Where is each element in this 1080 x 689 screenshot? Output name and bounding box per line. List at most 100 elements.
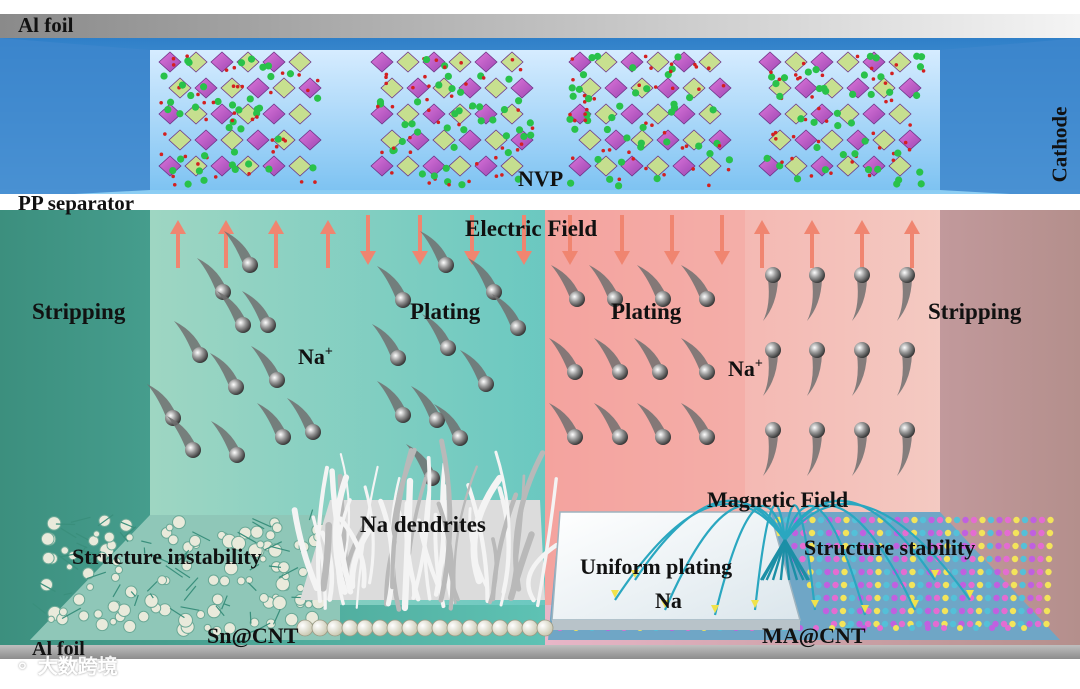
ion-ball	[305, 424, 321, 440]
nvp-label: NVP	[518, 166, 563, 192]
sodium-site-dot	[848, 119, 855, 126]
oxygen-site-dot	[427, 84, 431, 88]
sodium-site-dot	[457, 89, 464, 96]
sodium-site-dot	[916, 169, 923, 176]
lattice-atom	[832, 595, 838, 601]
sodium-site-dot	[237, 125, 244, 132]
network-node	[87, 584, 94, 591]
network-node	[220, 576, 230, 586]
oxygen-site-dot	[464, 82, 468, 86]
sodium-site-dot	[886, 89, 893, 96]
oxygen-site-dot	[385, 73, 389, 77]
sodium-site-dot	[695, 142, 702, 149]
lattice-atom	[1012, 543, 1018, 549]
oxygen-site-dot	[255, 115, 259, 119]
lattice-atom	[933, 608, 939, 614]
lattice-atom	[967, 608, 973, 614]
ion-ball	[228, 379, 244, 395]
sodium-site-dot	[834, 110, 841, 117]
lattice-atom	[1030, 517, 1036, 523]
lattice-atom	[1046, 556, 1052, 562]
collector-bead	[357, 620, 373, 636]
collector-bead	[297, 620, 313, 636]
lattice-atom	[1046, 543, 1052, 549]
oxygen-site-dot	[890, 99, 894, 103]
lattice-atom	[1028, 569, 1034, 575]
lattice-atom	[937, 517, 943, 523]
network-node	[47, 517, 60, 530]
lattice-atom	[1010, 608, 1016, 614]
lattice-atom	[962, 517, 968, 523]
lattice-atom	[1027, 608, 1033, 614]
lattice-atom	[1019, 582, 1025, 588]
network-node	[124, 620, 136, 632]
oxygen-site-dot	[868, 174, 872, 178]
sodium-site-dot	[515, 97, 522, 104]
ion-ball	[260, 317, 276, 333]
sodium-site-dot	[275, 135, 282, 142]
sodium-site-dot	[805, 68, 812, 75]
stripping-left-label: Stripping	[32, 299, 125, 325]
sodium-site-dot	[232, 166, 239, 173]
network-node	[104, 532, 114, 542]
oxygen-site-dot	[798, 76, 802, 80]
oxygen-site-dot	[810, 95, 814, 99]
lattice-atom	[987, 530, 993, 536]
sodium-site-dot	[444, 124, 451, 131]
oxygen-site-dot	[160, 153, 164, 157]
ion-ball	[899, 422, 915, 438]
oxygen-site-dot	[236, 85, 240, 89]
lattice-atom	[1035, 608, 1041, 614]
sodium-site-dot	[226, 124, 233, 131]
lattice-atom	[1027, 595, 1033, 601]
sodium-site-dot	[797, 115, 804, 122]
lattice-atom	[1002, 595, 1008, 601]
oxygen-site-dot	[790, 157, 794, 161]
sodium-site-dot	[414, 129, 421, 136]
lattice-atom	[874, 595, 880, 601]
oxygen-site-dot	[159, 101, 163, 105]
sodium-site-dot	[608, 114, 615, 121]
sodium-site-dot	[160, 72, 167, 79]
lattice-atom	[815, 582, 821, 588]
na-ion-right-label: Na+	[728, 356, 763, 382]
lattice-atom	[909, 625, 915, 631]
ion-ball	[510, 320, 526, 336]
ion-ball	[269, 372, 285, 388]
oxygen-site-dot	[792, 135, 796, 139]
lattice-atom	[969, 569, 975, 575]
lattice-atom	[824, 569, 830, 575]
sodium-site-dot	[401, 121, 408, 128]
oxygen-site-dot	[884, 81, 888, 85]
oxygen-site-dot	[173, 183, 177, 187]
network-node	[251, 526, 263, 538]
oxygen-site-dot	[670, 62, 674, 66]
network-link	[250, 612, 251, 624]
lattice-atom	[1005, 517, 1011, 523]
lattice-atom	[1001, 608, 1007, 614]
sodium-site-dot	[606, 176, 613, 183]
collector-bead	[372, 620, 388, 636]
network-node	[93, 531, 99, 537]
lattice-atom	[809, 517, 815, 523]
lattice-atom	[1013, 530, 1019, 536]
oxygen-site-dot	[829, 171, 833, 175]
sodium-site-dot	[516, 126, 523, 133]
sodium-site-dot	[469, 102, 476, 109]
oxygen-site-dot	[282, 137, 286, 141]
network-link	[56, 524, 75, 525]
oxygen-site-dot	[516, 108, 520, 112]
sodium-site-dot	[399, 138, 406, 145]
sodium-site-dot	[918, 53, 925, 60]
lattice-atom	[928, 517, 934, 523]
oxygen-site-dot	[617, 178, 621, 182]
lattice-atom	[791, 543, 797, 549]
oxygen-site-dot	[727, 168, 731, 172]
oxygen-site-dot	[231, 119, 235, 123]
oxygen-site-dot	[802, 62, 806, 66]
lattice-atom	[1043, 621, 1049, 627]
oxygen-site-dot	[583, 119, 587, 123]
oxygen-site-dot	[423, 75, 427, 79]
plating-left-label: Plating	[410, 299, 480, 325]
lattice-atom	[977, 582, 983, 588]
